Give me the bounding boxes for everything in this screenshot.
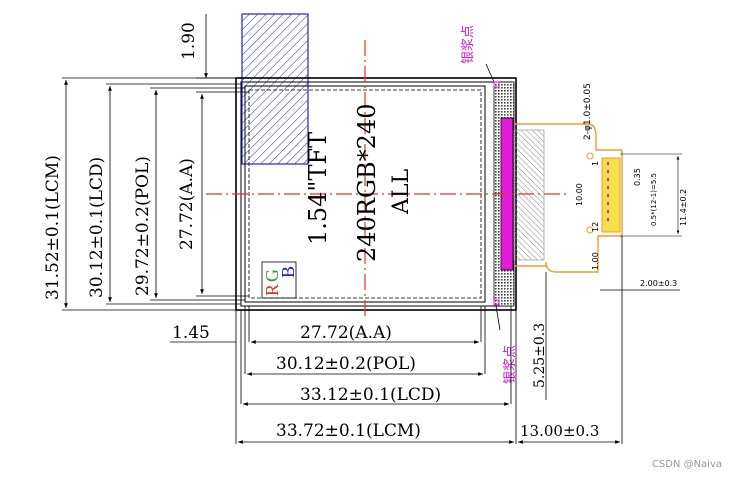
product-label: 1.54"TFT 240RGB*240 ALL <box>304 104 414 263</box>
dim-fpc-end: 2.00±0.3 <box>640 279 677 288</box>
top-tab <box>241 13 309 165</box>
dim-width-lcd: 33.12±0.1(LCD) <box>300 385 441 405</box>
dim-width-lcm: 33.72±0.1(LCM) <box>276 421 421 441</box>
fpc-dimensions: 2-φ1.0±0.05 10.00 1 12 0.35 0.5*(12-1)=5… <box>575 83 688 288</box>
dim-pin-width: 0.35 <box>633 168 642 186</box>
rgb-r: R <box>262 284 282 296</box>
silver-paste-label-top: 银浆点 <box>461 25 476 64</box>
rgb-b: B <box>278 266 298 278</box>
rgb-mark: R G B <box>261 261 298 299</box>
dim-pitch-w: 10.00 <box>575 183 584 206</box>
product-view-text: ALL <box>389 169 414 215</box>
dim-height-pol: 29.72±0.2(POL) <box>133 156 153 296</box>
dim-width-aa: 27.72(A.A) <box>300 323 392 343</box>
center-lines <box>206 40 566 320</box>
dim-stiffener: 1.00 <box>591 252 600 270</box>
dim-fpc-offset: 5.25±0.3 <box>532 323 548 388</box>
watermark: CSDN @Naiva <box>651 459 722 470</box>
vertical-dimensions <box>62 14 249 311</box>
dim-pin-12: 12 <box>591 222 600 232</box>
silver-paste-label-bottom: 银浆点 <box>503 345 518 384</box>
dim-left-offset: 1.45 <box>172 323 210 343</box>
dim-pin-1: 1 <box>591 161 600 166</box>
dim-height-aa: 27.72(A.A) <box>177 158 197 250</box>
product-size-text: 1.54"TFT <box>304 132 332 245</box>
rgb-g: G <box>262 269 282 282</box>
horizontal-dimensions <box>170 236 680 444</box>
dim-fpc-length: 13.00±0.3 <box>520 422 599 440</box>
fpc-tail <box>513 123 623 273</box>
silver-paste-marks: 银浆点 银浆点 <box>461 25 518 384</box>
dim-hole: 2-φ1.0±0.05 <box>583 83 593 140</box>
dim-width-pol: 30.12±0.2(POL) <box>276 354 416 374</box>
dim-connector-h: 11.4±0.2 <box>679 189 688 226</box>
dim-height-lcm: 31.52±0.1(LCM) <box>43 155 63 300</box>
dim-top-offset: 1.90 <box>179 22 199 60</box>
dim-pin-pitch: 0.5*(12-1)=5.5 <box>650 173 658 226</box>
dim-height-lcd: 30.12±0.1(LCD) <box>87 157 107 298</box>
product-resolution-text: 240RGB*240 <box>353 104 381 263</box>
